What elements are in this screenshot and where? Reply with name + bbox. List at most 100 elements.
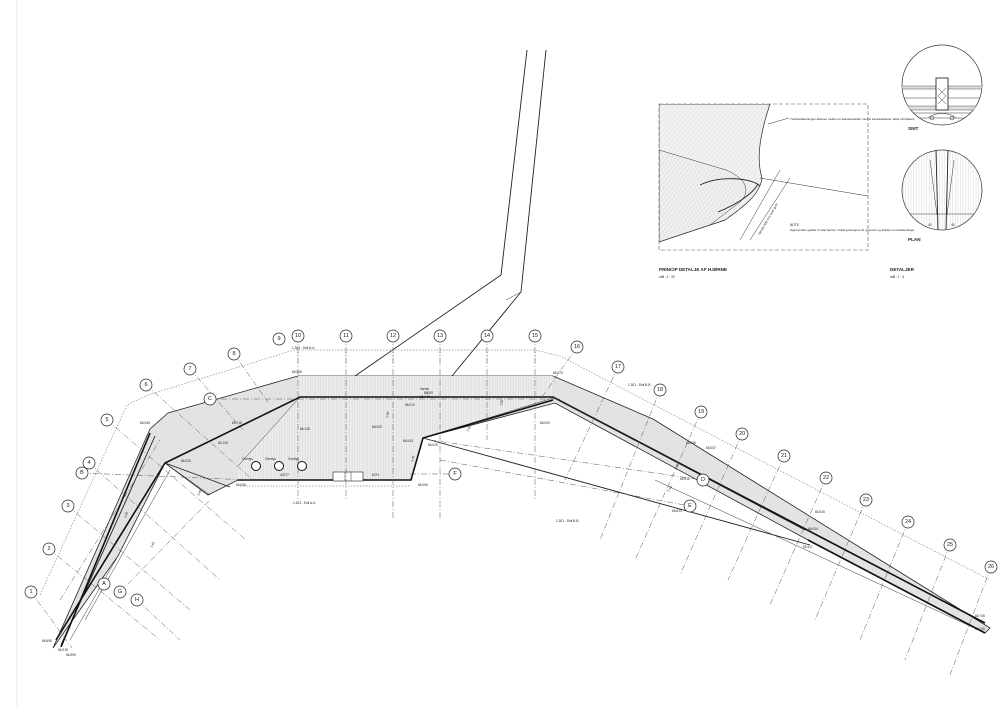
dimension-lines: [39, 349, 991, 596]
grid-axis-a-circle: [97, 577, 111, 591]
slope-label: 1:40: [673, 463, 680, 471]
access-path-line: [354, 49, 528, 377]
snit-label: SNIT: [908, 126, 919, 131]
level-label: 65.813: [672, 509, 682, 513]
detail-note-text: Hjørnemidter gælder for alle hjørner. Vi…: [790, 228, 915, 232]
grid-axis-10: 10: [295, 333, 301, 339]
grid-axis-g-circle: [113, 585, 127, 599]
slope-label: 1:50: [499, 399, 504, 406]
grid-axis-7-circle: [183, 362, 197, 376]
roof-plan: [30, 49, 992, 676]
grid-axis-24: 24: [905, 519, 911, 525]
plan-detail-dim: 40: [928, 223, 932, 227]
grid-axis-18: 18: [657, 387, 663, 393]
grid-axis-d: D: [701, 477, 705, 483]
slope-label: 1:40: [123, 511, 129, 518]
level-label: 66.000: [540, 421, 550, 425]
grid-axis-5-circle: [100, 413, 114, 427]
grid-axis-17-circle: [611, 360, 625, 374]
grid-axis-d-circle: [696, 473, 710, 487]
grid-axis-8-circle: [227, 347, 241, 361]
grid-axis-10-circle: [291, 329, 305, 343]
level-label: 66.057: [706, 446, 716, 450]
level-label: 66.073: [553, 371, 563, 375]
grid-axis-20-circle: [735, 427, 749, 441]
grid-axis-1-circle: [24, 585, 38, 599]
grid-axis-f: F: [453, 471, 457, 477]
slope-label: 1:40: [410, 455, 416, 462]
grid-axis-17: 17: [615, 364, 621, 370]
level-label: 66.695: [42, 639, 52, 643]
grid-axis-b: B: [80, 470, 84, 476]
plan-detail-dim: 40: [951, 223, 955, 227]
level-label: 66.026: [181, 459, 191, 463]
grid-axis-25: 25: [947, 542, 953, 548]
grid-axis-12-circle: [386, 329, 400, 343]
grid-axis-15-circle: [528, 329, 542, 343]
grid-axis-7: 7: [188, 366, 191, 372]
level-label: 66.745: [975, 614, 985, 618]
skylight-3: [297, 461, 307, 471]
grid-axis-9: 9: [277, 336, 280, 342]
grid-axis-5: 5: [105, 417, 108, 423]
overlys-label: Overlys: [288, 457, 299, 461]
principle-detail-scale: mål : 1 : 20: [659, 275, 675, 279]
grid-axis-2-circle: [42, 542, 56, 556]
level-label: 66.999: [66, 653, 76, 657]
level-label: 66.006: [236, 483, 246, 487]
slope-label: 1:40: [149, 541, 155, 549]
details-scale: mål : 1 : 5: [890, 275, 904, 279]
level-label: 66.045: [140, 421, 150, 425]
grid-axis-e-circle: [683, 499, 697, 513]
level-label: 66.006: [418, 483, 428, 487]
section-ref: 1.301 - Snit B-B: [556, 519, 579, 523]
grid-axis-21: 21: [781, 453, 787, 459]
grid-axis-12: 12: [390, 333, 396, 339]
grid-axis-13-circle: [433, 329, 447, 343]
grid-axis-22-circle: [819, 471, 833, 485]
slope-label: 1:40: [196, 489, 202, 497]
dimension-text: 6274: [372, 473, 379, 477]
level-label: 66.915: [58, 648, 68, 652]
overlys-label: Overlys: [242, 457, 253, 461]
level-label: 66.043: [372, 425, 382, 429]
skylight-2: [274, 461, 284, 471]
principle-detail-title: PRINCIP DETALJE AF HJØRNE: [659, 267, 727, 272]
level-label: 65.716: [232, 421, 242, 425]
grid-axis-13: 13: [437, 333, 443, 339]
grid-axis-e: E: [688, 503, 692, 509]
grid-axis-14: 14: [484, 333, 490, 339]
grid-axis-2: 2: [47, 546, 50, 552]
grid-axis-6: 6: [144, 382, 147, 388]
grid-axis-6-circle: [139, 378, 153, 392]
level-label: 66.125: [218, 441, 228, 445]
level-label: 66.029: [428, 443, 438, 447]
grid-axis-16: 16: [574, 344, 580, 350]
grid-axis-4: 4: [87, 460, 90, 466]
grid-axis-20: 20: [739, 431, 745, 437]
grid-axis-3: 3: [66, 503, 69, 509]
grid-axis-14-circle: [480, 329, 494, 343]
section-ref: 1.301 - Snit B-B: [628, 383, 651, 387]
level-label: 66.745: [975, 627, 985, 631]
level-label: 66.515: [815, 510, 825, 514]
level-label: 66.010: [405, 403, 415, 407]
grid-axis-15: 15: [532, 333, 538, 339]
level-label: 66.128: [300, 427, 310, 431]
grid-lines: [30, 336, 992, 676]
section-detail-circle: SNIT: [901, 44, 983, 131]
dimension-text: 88000: [424, 391, 433, 395]
slope-label: 1:40: [465, 425, 472, 433]
principle-detail: Tværbeklædningen afslutes mellem to kass…: [658, 103, 915, 279]
level-label: 66.008: [292, 370, 302, 374]
grid-axis-a: A: [102, 581, 106, 587]
grid-axis-22: 22: [823, 475, 829, 481]
level-label: 66.034: [808, 527, 818, 531]
slope-label: 1:50: [385, 411, 390, 418]
grid-axis-24-circle: [901, 515, 915, 529]
grid-axis-f-circle: [448, 467, 462, 481]
grid-axis-h-circle: [130, 593, 144, 607]
dimension-text: 40277: [280, 473, 289, 477]
level-label: 66.043: [403, 439, 413, 443]
